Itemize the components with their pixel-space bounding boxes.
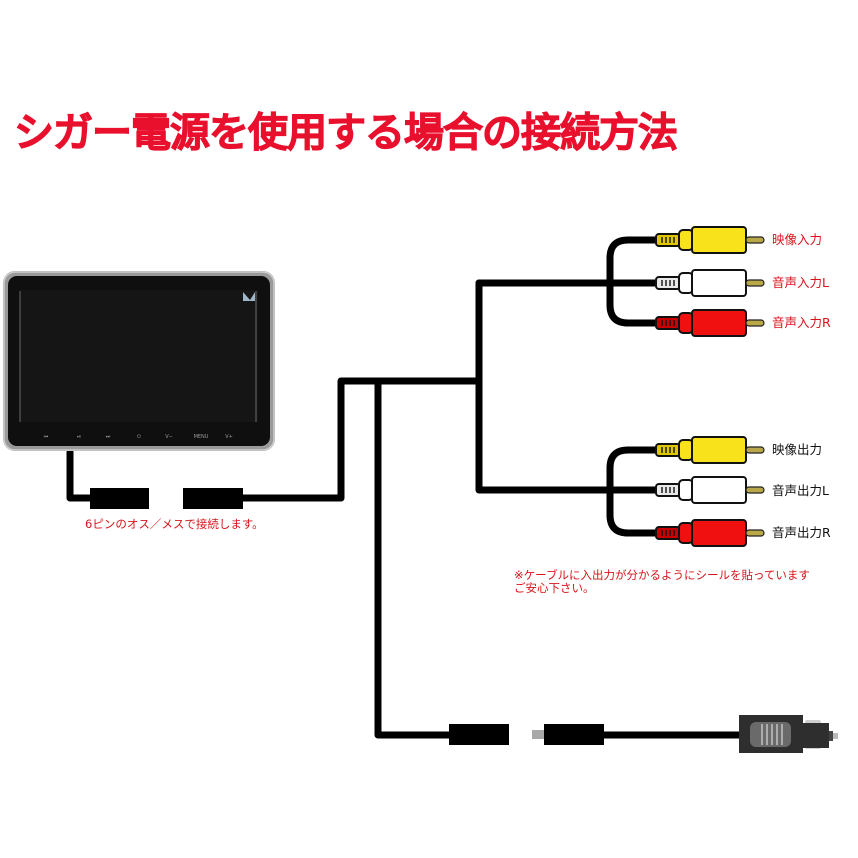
output-audio-l-label: 音声出力L [772,483,829,498]
rca-plug-input-yellow [655,226,765,254]
rca-plug-output-yellow [655,436,765,464]
six-pin-male-connector [90,488,149,509]
rca-plug-output-red [655,519,765,547]
page-title: シガー電源を使用する場合の接続方法 [14,110,679,157]
volume-down-button[interactable]: V− [165,434,173,440]
rca-plug-output-white [655,476,765,504]
play-pause-button[interactable]: ⏯ [77,434,81,440]
cable-note-line2: ご安心下さい。 [514,581,595,595]
monitor-cable [66,448,96,502]
power-connector-male [544,724,604,745]
output-video-label: 映像出力 [772,442,823,457]
rca-plug-input-red [655,309,765,337]
input-video-label: 映像入力 [772,232,823,247]
output-audio-r-label: 音声出力R [772,525,831,540]
next-button[interactable]: ⏭ [106,434,111,440]
cigar-plug-icon [739,715,838,753]
split-cable [475,279,614,494]
volume-up-button[interactable]: V+ [225,434,233,440]
cables [66,236,749,739]
rca-plug-input-white [655,269,765,297]
trunk-cable [238,377,483,502]
menu-button[interactable]: MENU [194,434,209,440]
input-audio-r-label: 音声入力R [772,315,831,330]
rca-plugs [655,226,765,547]
connector-note: 6ピンのオス／メスで接続します。 [85,517,264,531]
prev-button[interactable]: ⏮ [44,434,49,440]
six-pin-female-connector [183,488,243,509]
power-connector-pin [532,730,545,739]
power-branch-cable [374,377,456,739]
monitor-icon [3,271,275,451]
monitor-buttons: ⏮ ⏯ ⏭ ⏻ V− MENU V+ [44,434,233,440]
input-audio-l-label: 音声入力L [772,275,829,290]
power-connector-female [449,724,509,745]
monitor-logo [243,292,255,301]
cable-note-line1: ※ケーブルに入出力が分かるようにシールを貼っています [514,568,810,582]
power-button[interactable]: ⏻ [137,434,141,440]
